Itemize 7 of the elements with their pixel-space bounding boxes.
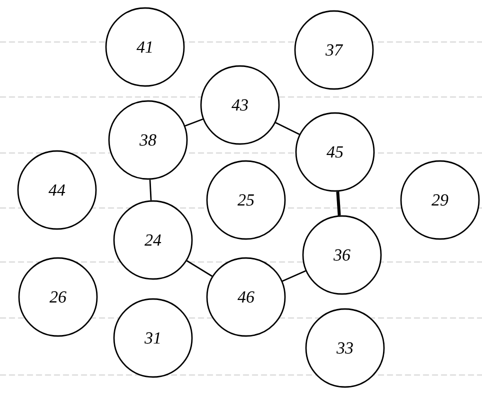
hexagon-line (186, 260, 213, 277)
hexagon-line (282, 270, 306, 282)
hexagon-line (336, 192, 341, 216)
hexagon-line (184, 118, 204, 127)
hexagon-line (275, 122, 300, 136)
hexagon-line (149, 180, 152, 200)
node-label: 29 (432, 194, 448, 206)
